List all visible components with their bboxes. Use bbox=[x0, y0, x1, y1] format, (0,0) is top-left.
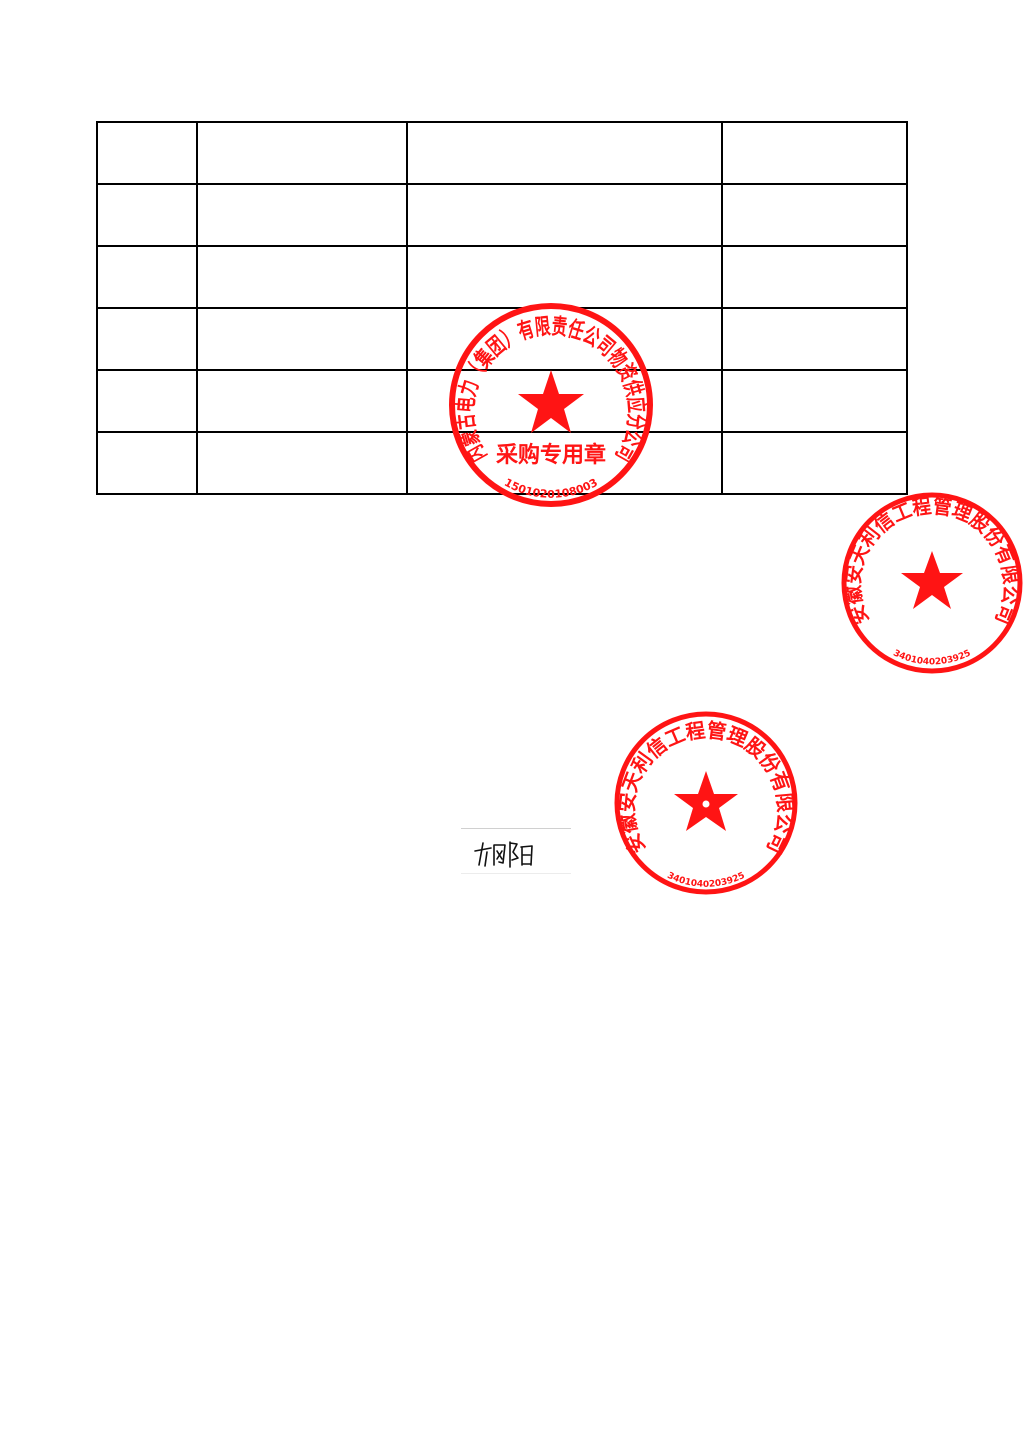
table-cell bbox=[721, 245, 908, 309]
table-cell bbox=[96, 245, 198, 309]
table-cell bbox=[721, 431, 908, 495]
table-cell bbox=[196, 121, 408, 185]
signature-graphic bbox=[474, 841, 533, 868]
signature bbox=[461, 828, 571, 874]
purchase-seal: 内蒙古电力（集团）有限责任公司物资供应分公司 采购专用章 15010201080… bbox=[449, 303, 653, 507]
table-cell bbox=[406, 245, 723, 309]
table-cell bbox=[406, 183, 723, 247]
table-cell bbox=[96, 121, 198, 185]
table-cell bbox=[406, 307, 723, 371]
table-cell bbox=[96, 431, 198, 495]
form-table bbox=[96, 121, 908, 495]
form-table-body bbox=[96, 121, 908, 495]
table-cell bbox=[96, 369, 198, 433]
seal-center-text: 采购专用章 bbox=[496, 442, 606, 468]
table-cell bbox=[721, 121, 908, 185]
table-cell bbox=[96, 183, 198, 247]
table-cell bbox=[196, 431, 408, 495]
table-row bbox=[96, 183, 908, 247]
company-seal: 安徽安天利信工程管理股份有限公司 3401040203925 bbox=[614, 711, 798, 895]
star-icon bbox=[518, 370, 584, 433]
table-cell bbox=[196, 245, 408, 309]
table-cell bbox=[406, 121, 723, 185]
table-cell bbox=[721, 183, 908, 247]
table-cell bbox=[196, 369, 408, 433]
star-center-dot bbox=[702, 800, 710, 808]
table-row bbox=[96, 121, 908, 185]
table-row bbox=[96, 245, 908, 309]
table-row bbox=[96, 307, 908, 371]
table-cell bbox=[721, 307, 908, 371]
table-cell bbox=[196, 307, 408, 371]
table-cell bbox=[721, 369, 908, 433]
table-cell bbox=[96, 307, 198, 371]
table-row bbox=[96, 431, 908, 495]
table-cell bbox=[196, 183, 408, 247]
star-icon bbox=[901, 551, 963, 609]
company-seal-partial-graphic: 安徽安天利信工程管理股份有限公司 3401040203925 bbox=[840, 492, 1023, 674]
company-seal-partial: 安徽安天利信工程管理股份有限公司 3401040203925 bbox=[840, 485, 1023, 680]
